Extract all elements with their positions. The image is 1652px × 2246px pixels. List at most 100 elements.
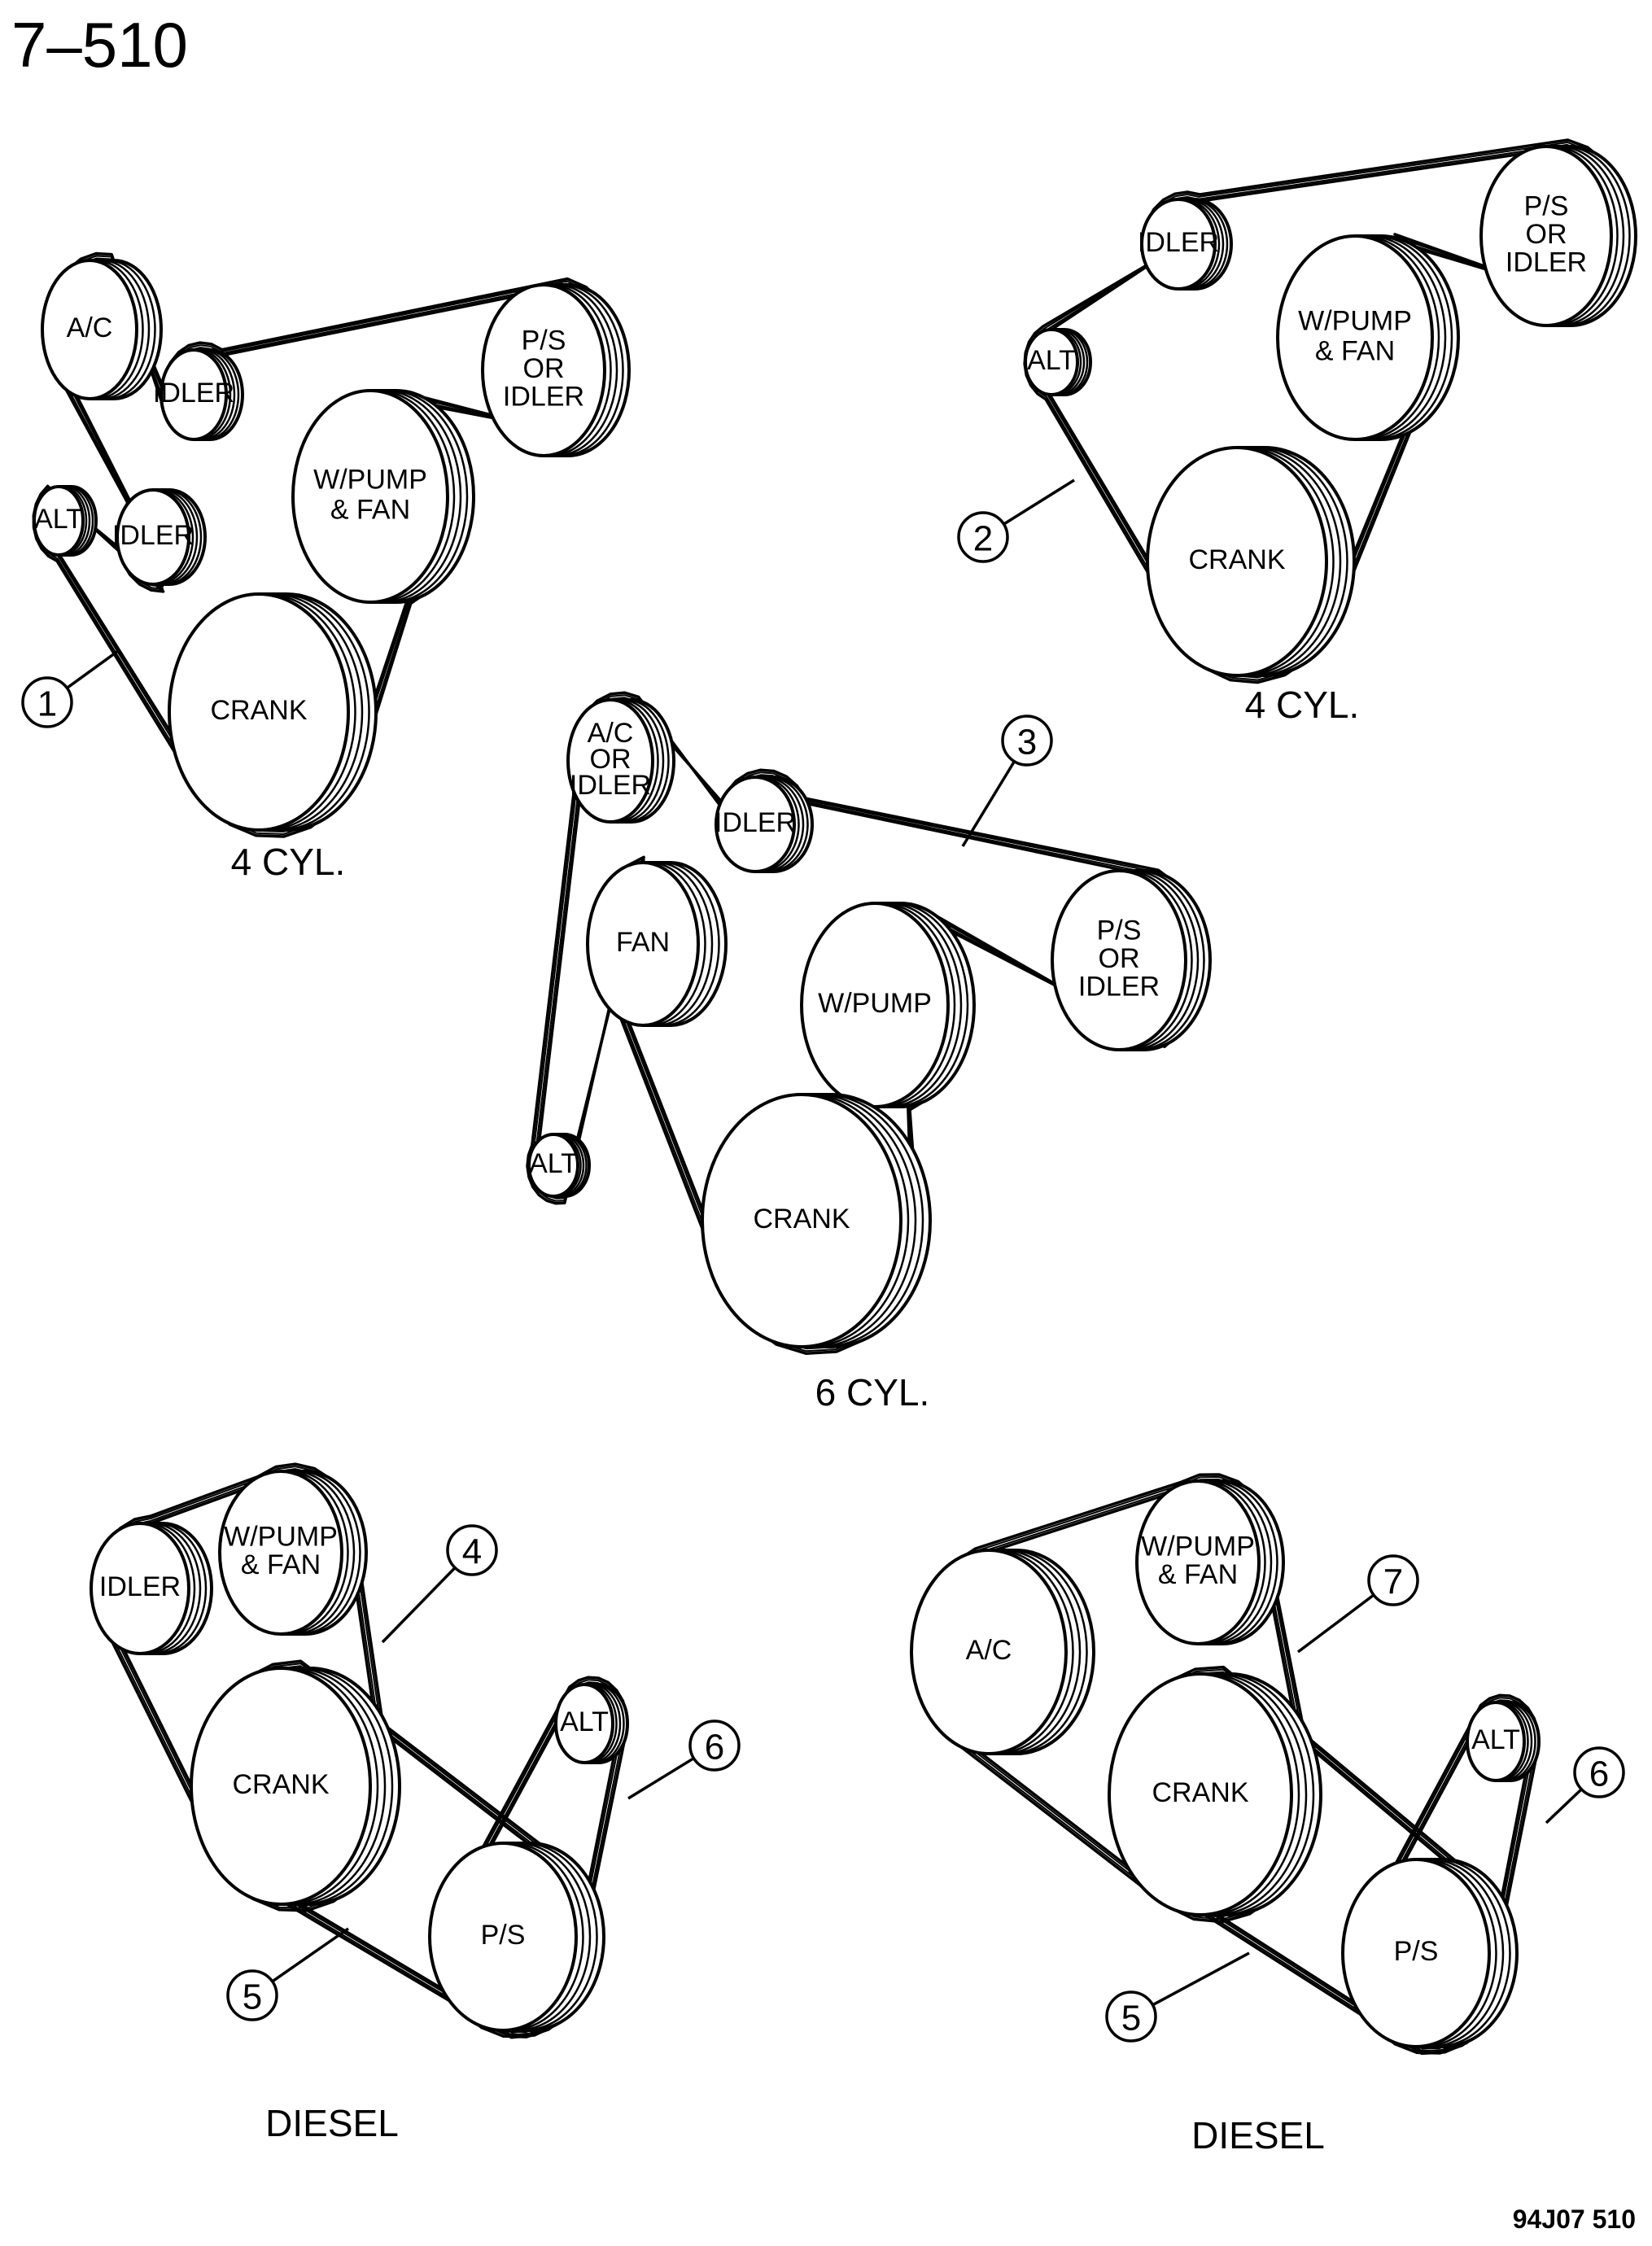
pulley-crank: CRANK [1146,446,1356,677]
pulley-ps-face [428,1842,578,2032]
pulley-alt-face [1024,328,1079,396]
pulley-ps-face [1341,1858,1491,2048]
callout-number: 2 [973,519,993,559]
pulley-idler-top-label: IDLER [153,378,234,409]
callout-leader [1003,478,1075,526]
pulley-ac-label: A/C [588,718,634,749]
pulley-idler-low-face [116,488,190,586]
pulley-idler-top-face [160,348,228,441]
callout-number: 3 [1017,723,1037,763]
callout-circle [1367,1554,1419,1606]
callout-6: 6 [1545,1746,1625,1824]
pulley-crank-face [168,592,350,832]
callout-2: 2 [957,478,1075,563]
pulley-ps-label: P/S [522,325,566,356]
pulley-ps-label: IDLER [1506,247,1587,277]
pulley-wpump-face [291,389,449,604]
pulley-ps-label: OR [523,353,565,384]
pulley-fan-face [586,861,700,1027]
pulley-wpump-label: & FAN [1158,1559,1238,1590]
callout-7: 7 [1296,1554,1419,1654]
callout-circle [1573,1746,1625,1798]
pulley-ps-label: IDLER [1078,971,1160,1002]
pulleys: ALT W/PUMP& FAN P/S A/C CRANK [910,1479,1541,2048]
pulley-ps: P/S [1341,1858,1519,2048]
pulley-wpump-face [218,1470,343,1636]
pulley-crank-face [1146,446,1328,677]
pulley-ac-label: A/C [67,312,113,343]
pulley-alt-face [554,1683,614,1764]
pulley-wpump-label: & FAN [241,1549,321,1580]
pulley-wpump-label: W/PUMP [224,1522,338,1553]
callout-leader [1152,1951,1250,2007]
pulley-idler-face [90,1522,190,1655]
diagram-caption: 6 CYL. [815,1371,930,1414]
pulley-ps-label: P/S [481,1920,526,1951]
pulley-wpump-label: & FAN [1315,335,1395,366]
pulley-ac-label: IDLER [570,770,651,801]
pulley-ps-label: IDLER [503,381,584,412]
pulley-alt-label: ALT [529,1148,578,1179]
pulley-alt-face [527,1133,579,1198]
pulley-alt-face [33,485,85,557]
pulley-ps-label: OR [1099,943,1140,974]
page-number: 7–510 [11,9,188,81]
callout-leader [627,1757,695,1800]
pulley-ac: A/C [41,259,163,400]
callout-1: 1 [21,649,120,728]
callout-circle [21,676,73,728]
callout-leader [1545,1788,1583,1824]
pulley-ac-label: OR [590,744,632,775]
pulley-idler-label: IDLER [1138,227,1219,258]
pulley-ac-face [566,698,654,824]
callout-number: 5 [1121,1999,1141,2038]
callout-leader [1296,1593,1375,1654]
pulley-ps-face [481,283,606,457]
pulley-alt-label: ALT [1471,1724,1520,1755]
pulley-idler: IDLER [1138,198,1233,291]
pulley-idler-top: IDLER [153,348,244,441]
pulley-wpump-label: W/PUMP [1141,1532,1255,1562]
pulley-wpump: W/PUMP& FAN [1276,234,1460,441]
callout-circle [1105,1990,1157,2043]
callout-leader [381,1567,457,1644]
pulley-wpump-label: W/PUMP [818,988,932,1019]
pulley-wpump-face [1276,234,1434,441]
callout-3: 3 [961,714,1053,847]
pulley-idler-face [1140,198,1217,291]
pulley-crank-face [701,1093,902,1348]
pulley-alt: ALT [1466,1701,1541,1782]
callout-circle [446,1524,498,1576]
callout-leader [271,1927,349,1983]
pulley-crank: CRANK [190,1667,401,1906]
callout-circle [1001,714,1053,767]
pulley-ac-label: A/C [966,1635,1012,1666]
pulley-crank-label: CRANK [1152,1777,1248,1808]
pulley-wpump: W/PUMP& FAN [291,389,475,604]
pulley-wpump-label: W/PUMP [313,465,427,496]
pulley-alt: ALT [33,485,98,557]
pulley-ps-label: P/S [1524,190,1569,221]
callout-5: 5 [226,1927,349,2021]
diagram-caption: 4 CYL. [1245,684,1360,726]
pulley-ps-face [1051,869,1187,1051]
callout-6: 6 [627,1719,741,1800]
pulley-alt: ALT [1024,328,1092,396]
pulley-alt-label: ALT [1027,345,1076,376]
pulley-idler-label: IDLER [715,807,796,838]
pulley-wpump-label: & FAN [330,494,410,525]
pulley-crank-face [190,1667,372,1906]
pulley-ps-label: P/S [1394,1936,1439,1967]
pulley-alt-label: ALT [34,504,83,535]
pulley-crank-label: CRANK [1188,544,1285,575]
callout-circle [957,511,1009,563]
